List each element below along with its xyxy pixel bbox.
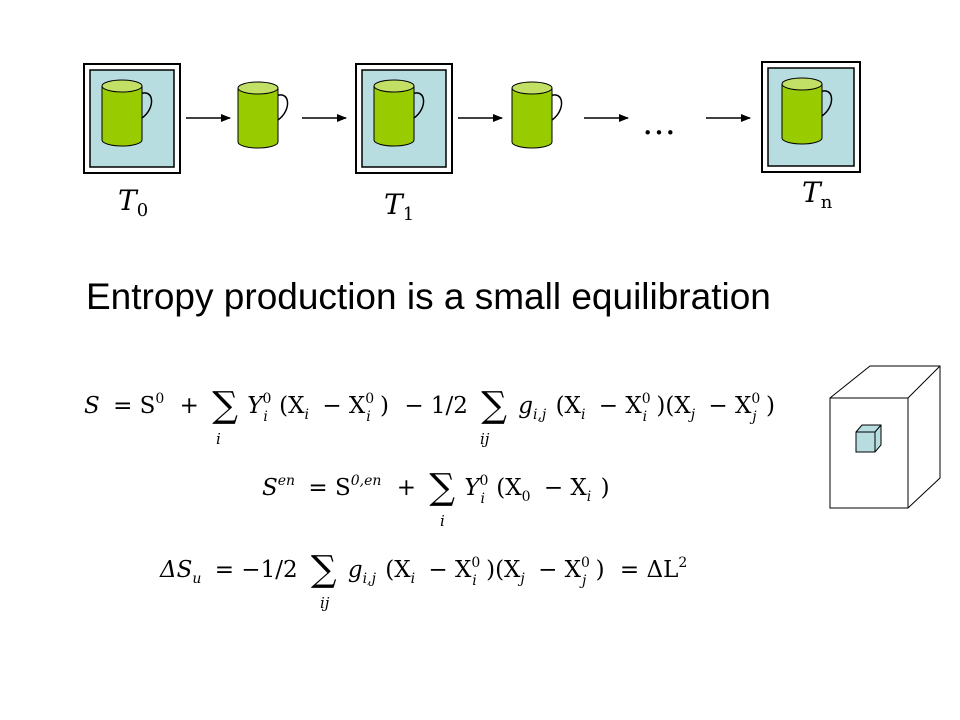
heat-bath-1 bbox=[355, 63, 453, 174]
heat-bath-n bbox=[761, 61, 861, 173]
small-cube-icon bbox=[855, 424, 882, 453]
heat-bath-0 bbox=[83, 63, 181, 174]
time-label-1: T1 bbox=[384, 188, 414, 225]
mug-icon bbox=[101, 79, 153, 147]
mug-icon bbox=[781, 77, 833, 145]
svg-text:Sen = S0,en +: Sen = S0,en + ∑ Y0i (X0 − Xi ) bbox=[262, 465, 610, 509]
svg-text:ij: ij bbox=[320, 594, 330, 612]
svg-text:S = S0 +: S = S0 + ∑ Y0i (Xi − X0i ) − 1/2 ∑ gi,j … bbox=[84, 383, 775, 427]
slide-heading: Entropy production is a small equilibrat… bbox=[86, 276, 771, 317]
time-label-0: T0 bbox=[118, 184, 148, 221]
ellipsis-text: … bbox=[642, 103, 676, 143]
svg-text:i: i bbox=[440, 512, 445, 530]
mug-icon bbox=[511, 81, 563, 149]
svg-text:i: i bbox=[216, 430, 221, 448]
mug-icon bbox=[237, 81, 289, 149]
svg-text:ij: ij bbox=[480, 430, 490, 448]
reservoir-cube-icon bbox=[829, 365, 941, 509]
svg-text:ΔSu = −1/2 ∑: ΔSu = −1/2 ∑ gi,j (Xi − X0i )(Xj − X0j )… bbox=[159, 549, 687, 591]
mug-icon bbox=[373, 79, 425, 147]
time-label-n: Tn bbox=[802, 176, 833, 213]
